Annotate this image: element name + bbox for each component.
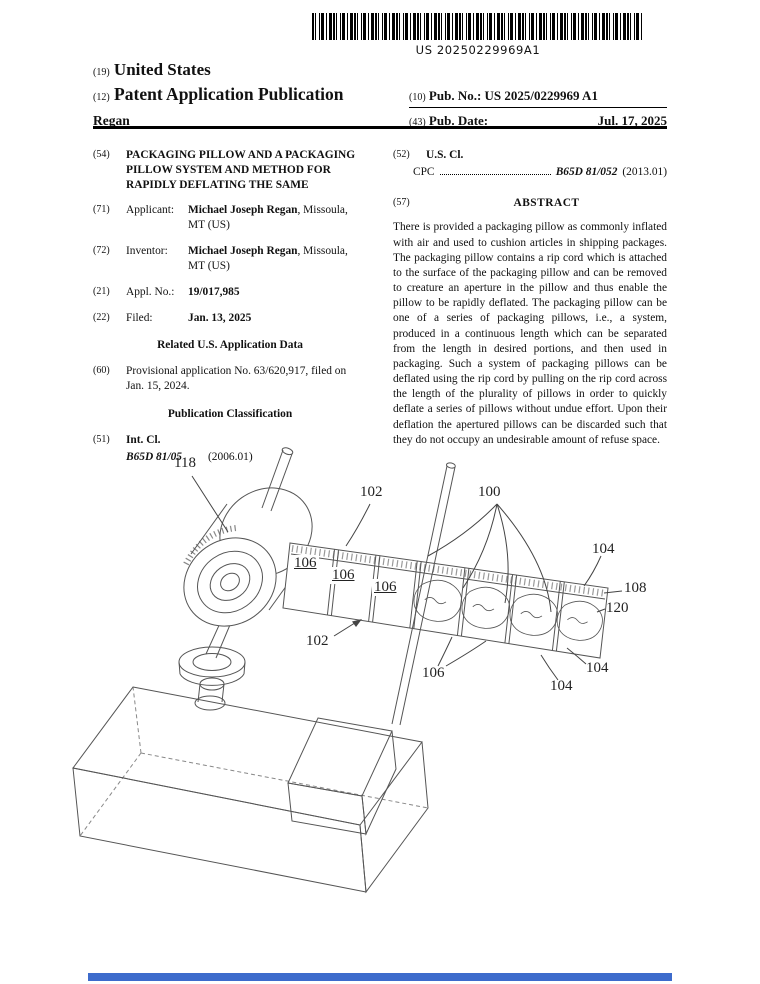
field-code-72: (72) [93,244,126,274]
related-data-heading: Related U.S. Application Data [93,338,367,353]
figure-ref-label: 106 [422,665,445,682]
appl-no-label: Appl. No.: [126,285,188,300]
dotted-leader [440,174,551,175]
figure-ref-label: 106 [372,579,399,596]
figure-ref-label: 106 [330,567,357,584]
header: (19) United States (12) Patent Applicati… [93,60,667,129]
bibliographic-column: (54) PACKAGING PILLOW AND A PACKAGING PI… [93,148,367,464]
abstract-text: There is provided a packaging pillow as … [393,220,667,447]
pub-no-label: Pub. No.: [429,88,481,103]
us-cl-label: U.S. Cl. [426,148,667,163]
barcode [312,13,644,40]
filed-label: Filed: [126,311,188,326]
publication-kind: (12) Patent Application Publication [93,84,344,105]
figure-ref-label: 118 [174,455,196,472]
field-code-10: (10) [409,92,426,103]
figure-ref-label: 104 [550,678,573,695]
spindle-mount [179,647,245,710]
field-code-60: (60) [93,364,126,394]
applicant-value: Michael Joseph Regan, Missoula, MT (US) [188,203,367,233]
field-code-54: (54) [93,148,126,192]
pub-no-value: US 2025/0229969 A1 [485,88,598,103]
pub-no-line: (10) Pub. No.: US 2025/0229969 A1 [409,88,667,108]
field-code-12: (12) [93,92,110,103]
barcode-text: US 20250229969A1 [312,43,644,57]
invention-title: PACKAGING PILLOW AND A PACKAGING PILLOW … [126,148,367,192]
country-name: United States [114,60,211,79]
figure-ref-label: 108 [624,580,647,597]
field-code-21: (21) [93,285,126,300]
figure-ref-label: 102 [360,484,383,501]
applicant-label: Applicant: [126,203,188,233]
country-line: (19) United States [93,60,667,80]
field-code-52: (52) [393,148,426,163]
field-code-19: (19) [93,67,110,78]
cpc-year: (2013.01) [622,165,667,180]
figure-canvas [0,440,760,970]
filed-value: Jan. 13, 2025 [188,311,367,326]
figure-ref-label: 102 [306,633,329,650]
publication-classification-heading: Publication Classification [93,407,367,422]
figure-ref-label: 100 [478,484,501,501]
abstract-heading: ABSTRACT [426,196,667,211]
field-code-22: (22) [93,311,126,326]
inventor-value: Michael Joseph Regan, Missoula, MT (US) [188,244,367,274]
appl-no-value: 19/017,985 [188,285,367,300]
field-code-57: (57) [393,196,426,211]
related-data-text: Provisional application No. 63/620,917, … [126,364,367,394]
machine-base [73,687,428,892]
bottom-blue-bar [88,973,672,981]
classification-abstract-column: (52) U.S. Cl. CPC B65D 81/052 (2013.01) … [393,148,667,448]
pillow-strip [283,543,608,658]
field-code-71: (71) [93,203,126,233]
figure-ref-label: 104 [586,660,609,677]
patent-drawing: 118 102 100 104 106 106 106 108 120 102 … [0,440,760,970]
figure-ref-label: 104 [592,541,615,558]
inventor-label: Inventor: [126,244,188,274]
figure-ref-label: 106 [292,555,319,572]
cpc-class: B65D 81/052 [556,165,618,180]
header-rule [93,126,667,129]
figure-ref-label: 120 [606,600,629,617]
cpc-label: CPC [413,165,435,180]
